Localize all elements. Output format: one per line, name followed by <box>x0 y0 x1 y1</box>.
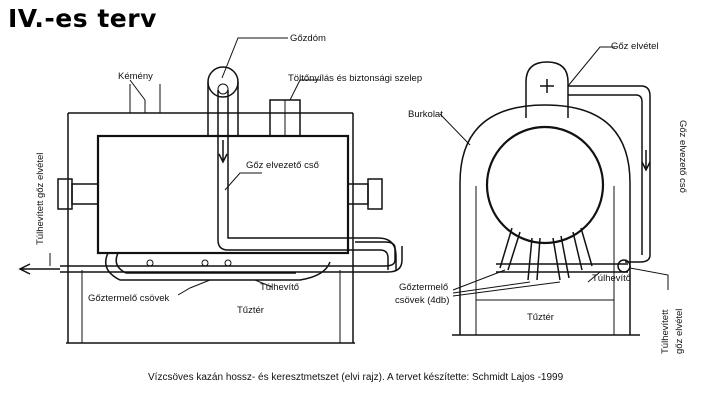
label-goztermelo-right-1: Gőztermelő <box>399 282 449 293</box>
steam-pipe-cross <box>568 85 651 263</box>
label-toltonyilas: Töltőnyílás és biztonsági szelep <box>288 73 423 84</box>
gen-tube-2 <box>527 237 541 281</box>
left-bolt <box>57 178 73 210</box>
steam-dome-cross <box>525 61 569 118</box>
label-tulhevitett-right-2: gőz elvétel <box>674 308 685 354</box>
casing <box>452 104 640 336</box>
left-housing <box>66 112 355 344</box>
label-goztermelo-right-2: csövek (4db) <box>395 295 450 306</box>
leader-goztermelo-cross <box>452 269 561 297</box>
page-title: IV.-es terv <box>8 4 157 33</box>
flow-arrow-cross <box>641 150 651 172</box>
steam-pipe <box>217 90 389 270</box>
dome-cross-mark <box>540 79 554 93</box>
label-tuzter-right: Tűztér <box>527 312 554 323</box>
label-tulhevitett-right-1: Túlhevített <box>660 309 671 354</box>
tube-ring-3 <box>224 259 232 267</box>
superheater-tube <box>60 241 396 267</box>
leader-tulhevito <box>254 279 273 288</box>
chimney <box>129 84 161 113</box>
flow-arrow-down <box>218 140 228 164</box>
label-goztermelo-csovek-left: Gőztermelő csövek <box>88 293 170 304</box>
left-bolt-head <box>71 183 99 205</box>
leader-goz-elvezeto <box>224 172 262 191</box>
left-firebox-wall <box>81 270 341 343</box>
label-burkolat: Burkolat <box>408 109 443 120</box>
right-bolt <box>347 183 369 205</box>
casing-inner <box>475 186 615 335</box>
superheater-tube-2 <box>60 246 403 273</box>
steam-pipe-inner <box>227 90 397 270</box>
leader-toltonyilas <box>289 79 320 101</box>
tube-ring-1 <box>146 259 154 267</box>
label-tulhevito-right: Túlhevítő <box>592 273 632 284</box>
steam-dome-neck <box>207 82 239 136</box>
superheater-cross <box>496 263 628 273</box>
leader-goz-elvetel <box>567 46 615 87</box>
label-goz-elvetel: Gőz elvétel <box>611 41 659 52</box>
leader-gozdom <box>221 37 288 79</box>
right-bolt-head <box>367 178 383 210</box>
figure-caption: Vízcsöves kazán hossz- és keresztmetszet… <box>148 372 564 383</box>
label-tulhevitett-goz-elvetel-left: Túlhevített gőz elvétel <box>35 152 46 245</box>
label-gozdom: Gőzdóm <box>290 33 326 44</box>
label-goz-elvezeto-cso-left: Gőz elvezető cső <box>246 160 319 171</box>
steam-pipe-cross-inner <box>568 94 643 255</box>
label-tulhevito-left: Túlhevítő <box>260 282 300 293</box>
steam-dome <box>207 66 239 98</box>
label-tuzter-left: Tűztér <box>237 305 264 316</box>
outlet-arrow <box>18 263 60 275</box>
steam-dome-inner <box>217 83 229 95</box>
label-kemeny: Kémény <box>118 71 153 82</box>
leader-tulhevito-cross <box>587 271 601 283</box>
gen-tube-3 <box>552 235 570 281</box>
label-goz-elvezeto-cso-right: Gőz elvezető cső <box>677 120 688 193</box>
boiler-drum-cross <box>485 125 605 245</box>
leader-burkolat <box>439 113 471 146</box>
tube-ring-2 <box>201 259 209 267</box>
leader-kemeny <box>129 79 146 101</box>
superheater-ring <box>617 259 631 273</box>
leader-goztermelo <box>177 279 211 296</box>
longitudinal-section <box>18 37 403 344</box>
leader-tulhevitett-cross <box>629 267 669 290</box>
cross-section <box>439 46 669 336</box>
